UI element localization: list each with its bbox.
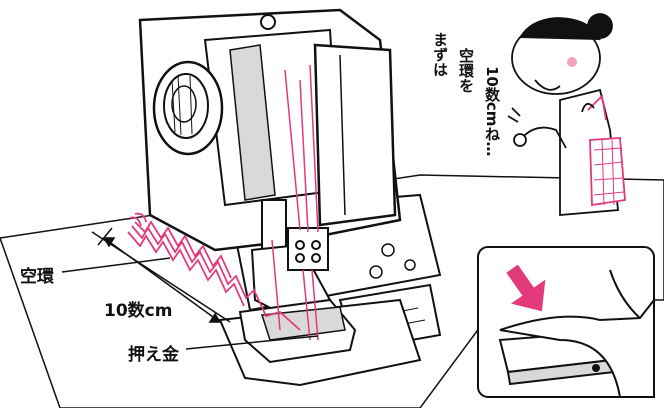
character-illustration xyxy=(507,13,626,216)
length-dimension xyxy=(102,237,222,323)
speech-bubble-col-1: まずは xyxy=(431,32,449,77)
air-chain xyxy=(127,212,301,331)
speech-bubble: まずは 空環を 10数cmね… xyxy=(424,14,520,184)
leader-lines xyxy=(61,227,319,350)
down-arrow-icon xyxy=(506,264,546,312)
speech-bubble-col-2: 空環を xyxy=(457,48,475,93)
speech-bubble-col-3: 10数cmね… xyxy=(483,66,501,157)
handwheel-icon xyxy=(152,60,224,156)
air-chain-label: 空環 xyxy=(20,267,54,287)
pedal-panel xyxy=(477,246,655,398)
presser-foot-label: 押え金 xyxy=(128,345,179,365)
pedal-icon xyxy=(498,269,655,398)
bed-screws xyxy=(369,243,416,279)
length-label: 10数cm xyxy=(104,301,173,321)
threads xyxy=(271,64,319,341)
